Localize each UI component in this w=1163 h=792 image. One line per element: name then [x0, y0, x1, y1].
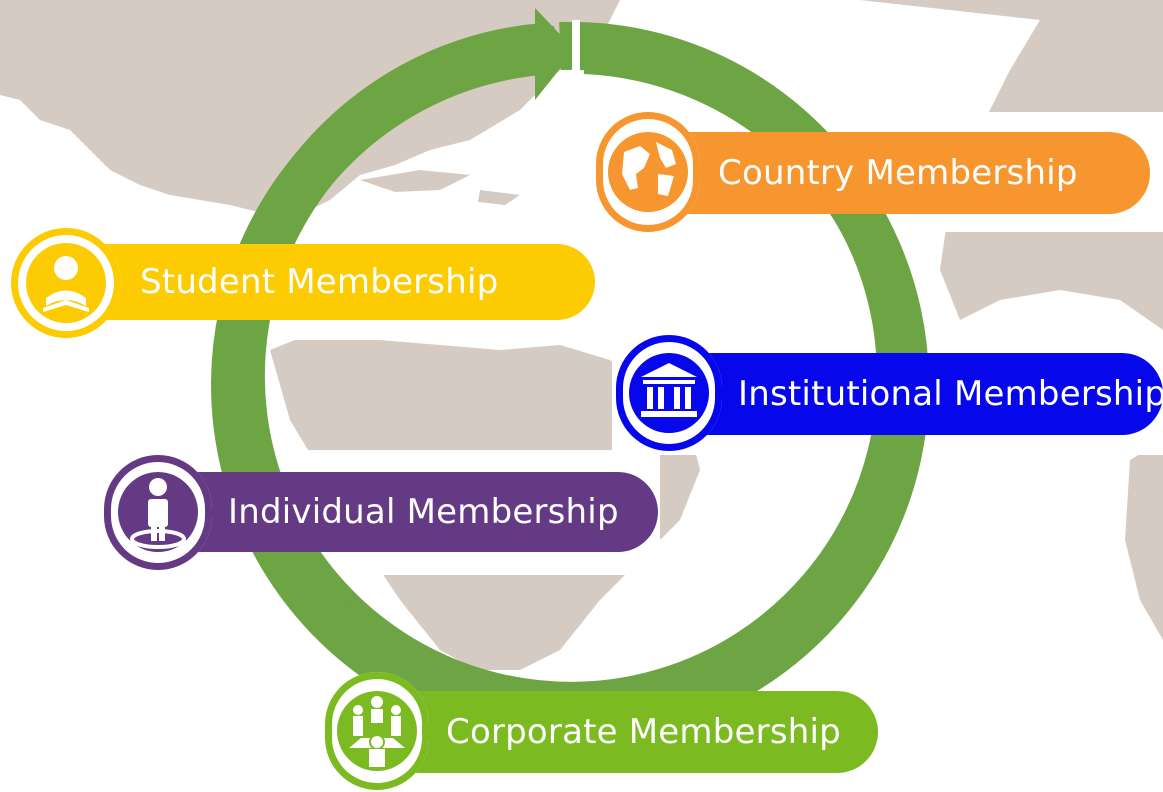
corporate-membership-label: Corporate Membership: [446, 712, 841, 752]
country-membership-label: Country Membership: [718, 153, 1078, 193]
individual-membership-label: Individual Membership: [228, 492, 619, 532]
individual-membership-pill[interactable]: Individual Membership: [150, 472, 658, 552]
person-icon: [104, 455, 212, 570]
student-membership-pill[interactable]: Student Membership: [60, 244, 595, 320]
globe-icon: [596, 112, 700, 232]
institutional-membership-pill[interactable]: Institutional Membership: [660, 353, 1163, 435]
cycle-arrowhead: [535, 8, 575, 100]
arrow-gap: [572, 20, 580, 80]
institution-building-icon: [616, 335, 722, 451]
country-membership-pill[interactable]: Country Membership: [640, 132, 1150, 214]
corporate-membership-pill[interactable]: Corporate Membership: [370, 691, 878, 773]
institutional-membership-label: Institutional Membership: [738, 374, 1163, 414]
student-membership-label: Student Membership: [140, 262, 499, 302]
student-reading-icon: [11, 228, 121, 338]
meeting-group-icon: [325, 672, 429, 790]
